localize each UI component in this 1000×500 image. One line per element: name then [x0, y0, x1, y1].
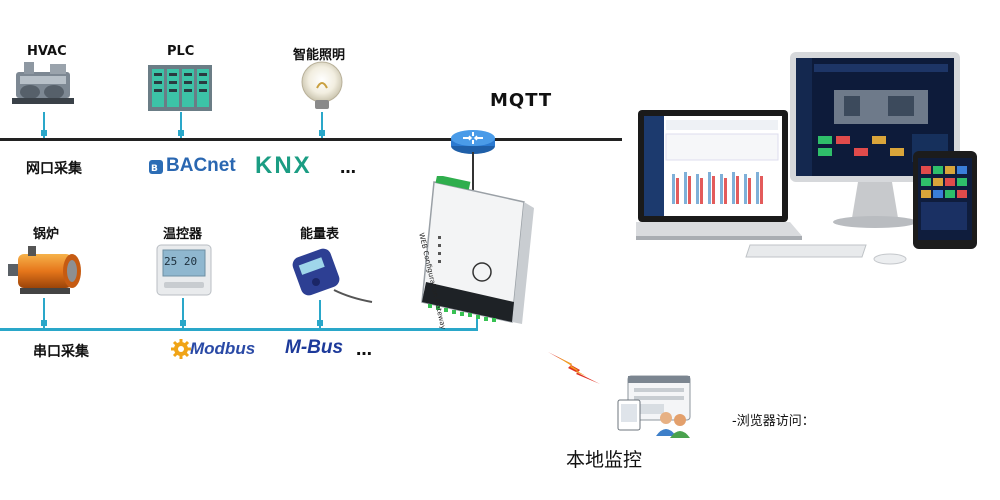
plc-connector — [180, 112, 182, 138]
device-label-plc: PLC — [167, 44, 195, 59]
mbus-logo: M-Bus — [285, 337, 344, 358]
lighting-connector — [321, 112, 323, 138]
hvac-junction — [41, 130, 47, 136]
modbus-text: Modbus — [190, 339, 256, 358]
thermostat-icon — [156, 244, 212, 296]
hvac-chiller-icon — [12, 62, 74, 104]
thermostat-display: 25 20 — [164, 255, 198, 268]
knx-logo: KNX — [255, 152, 312, 179]
energy-meter-icon — [292, 248, 373, 303]
serial-bus-riser — [476, 312, 478, 331]
meter-junction — [317, 320, 323, 326]
device-label-energy-meter: 能量表 — [300, 227, 340, 242]
browser-access-note: -浏览器访问： — [732, 414, 815, 429]
top-more-ellipsis: … — [340, 158, 357, 177]
modbus-gear-icon — [171, 339, 191, 359]
bacnet-text: BACnet — [166, 155, 236, 176]
bacnet-mark-icon: B — [149, 160, 163, 174]
gateway-device-icon — [421, 176, 534, 324]
mouse-icon — [873, 253, 907, 265]
plc-junction — [178, 130, 184, 136]
ethernet-collection-label: 网口采集 — [26, 161, 82, 177]
boiler-junction — [41, 320, 47, 326]
light-bulb-icon — [301, 61, 343, 109]
browser-users-icon — [617, 375, 691, 438]
router-icon — [451, 130, 495, 154]
router-gateway-link — [472, 152, 474, 190]
lighting-junction — [319, 130, 325, 136]
wireless-lightning-icon — [548, 352, 600, 384]
device-label-thermostat: 温控器 — [163, 227, 203, 242]
svg-text:B: B — [151, 164, 158, 174]
mqtt-label: MQTT — [490, 90, 553, 111]
desktop-monitor-icon — [790, 52, 960, 228]
hvac-connector — [43, 112, 45, 138]
keyboard-icon — [745, 244, 867, 258]
device-label-hvac: HVAC — [27, 44, 67, 59]
boiler-icon — [8, 246, 81, 294]
tablet-icon — [913, 151, 977, 249]
serial-collection-label: 串口采集 — [33, 344, 89, 360]
laptop-dashboard-icon — [636, 110, 802, 240]
boiler-connector — [43, 298, 45, 328]
serial-bus-line — [0, 328, 478, 331]
meter-connector — [319, 300, 321, 328]
plc-cabinet-icon — [148, 65, 212, 111]
ethernet-bus-line — [0, 138, 622, 141]
device-label-boiler: 锅炉 — [33, 227, 60, 242]
device-label-lighting: 智能照明 — [293, 48, 346, 63]
thermostat-connector — [182, 298, 184, 328]
local-monitoring-title: 本地监控 — [566, 449, 643, 471]
bottom-more-ellipsis: … — [356, 340, 373, 359]
thermostat-junction — [180, 320, 186, 326]
